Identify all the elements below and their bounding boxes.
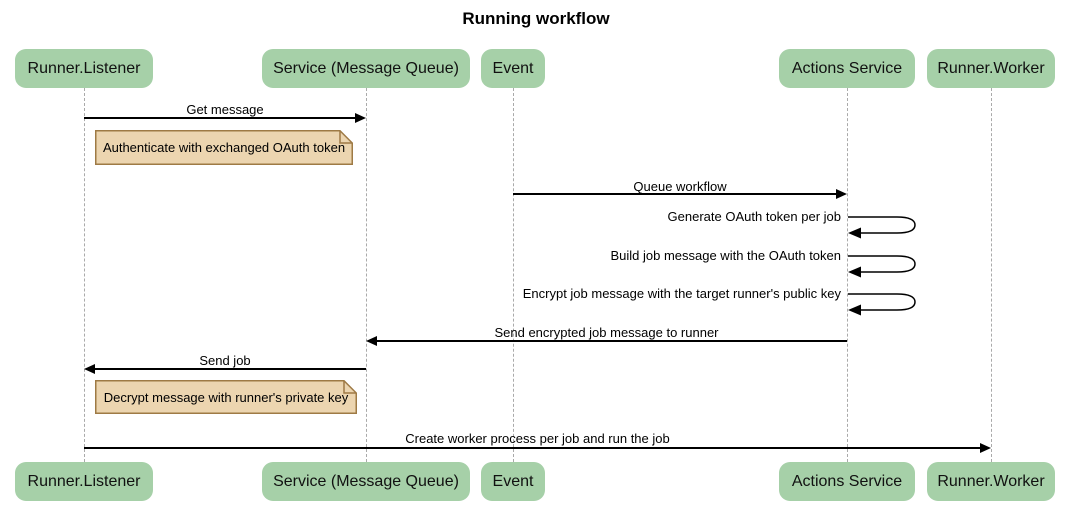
actor-label: Runner.Worker: [937, 59, 1045, 77]
actor-bottom-service-message-queue: Service (Message Queue): [262, 462, 470, 501]
note-text: Decrypt message with runner's private ke…: [103, 389, 349, 405]
actor-top-actions-service: Actions Service: [779, 49, 915, 88]
arrow-left-icon: [84, 364, 95, 374]
actor-label: Runner.Worker: [937, 472, 1045, 490]
lifeline-runner-listener: [83, 88, 85, 462]
actor-top-service-message-queue: Service (Message Queue): [262, 49, 470, 88]
note-text: Authenticate with exchanged OAuth token: [102, 140, 346, 155]
lifeline-service-message-queue: [365, 88, 367, 462]
message-label-create-worker: Create worker process per job and run th…: [405, 431, 670, 446]
arrow-right-icon: [355, 113, 366, 123]
actor-bottom-runner-listener: Runner.Listener: [15, 462, 153, 501]
lifeline-event: [512, 88, 514, 462]
actor-top-runner-worker: Runner.Worker: [927, 49, 1055, 88]
message-line: [513, 193, 837, 195]
actor-label: Service (Message Queue): [273, 472, 459, 490]
note-shape-icon: [95, 130, 353, 165]
actor-label: Event: [492, 59, 534, 77]
note-shape-icon: [95, 380, 357, 414]
message-label-encrypt-job-message: Encrypt job message with the target runn…: [522, 286, 841, 301]
actor-bottom-actions-service: Actions Service: [779, 462, 915, 501]
lifeline-actions-service: [846, 88, 848, 462]
arrow-right-icon: [980, 443, 991, 453]
message-line: [84, 447, 981, 449]
message-label-get-message: Get message: [186, 102, 264, 117]
arrow-right-icon: [836, 189, 847, 199]
note-decrypt: Decrypt message with runner's private ke…: [95, 380, 357, 414]
actor-label: Event: [492, 472, 534, 490]
message-line: [95, 368, 366, 370]
actor-bottom-runner-worker: Runner.Worker: [927, 462, 1055, 501]
lifeline-runner-worker: [990, 88, 992, 462]
actor-label: Runner.Listener: [27, 59, 141, 77]
self-loop-icon: [848, 293, 916, 316]
message-label-send-job: Send job: [199, 353, 251, 368]
actor-label: Actions Service: [791, 59, 903, 77]
actor-label: Actions Service: [791, 472, 903, 490]
message-label-build-job-message: Build job message with the OAuth token: [610, 248, 841, 263]
message-line: [377, 340, 847, 342]
message-line: [84, 117, 356, 119]
self-loop-icon: [848, 216, 916, 239]
actor-top-event: Event: [481, 49, 545, 88]
actor-label: Runner.Listener: [27, 472, 141, 490]
note-authenticate: Authenticate with exchanged OAuth token: [95, 130, 353, 165]
diagram-title: Running workflow: [462, 9, 610, 28]
arrow-left-icon: [366, 336, 377, 346]
message-label-queue-workflow: Queue workflow: [633, 179, 727, 194]
actor-top-runner-listener: Runner.Listener: [15, 49, 153, 88]
actor-bottom-event: Event: [481, 462, 545, 501]
self-loop-icon: [848, 255, 916, 278]
actor-label: Service (Message Queue): [273, 59, 459, 77]
message-label-generate-oauth-token: Generate OAuth token per job: [667, 209, 841, 224]
message-label-send-encrypted: Send encrypted job message to runner: [494, 325, 719, 340]
